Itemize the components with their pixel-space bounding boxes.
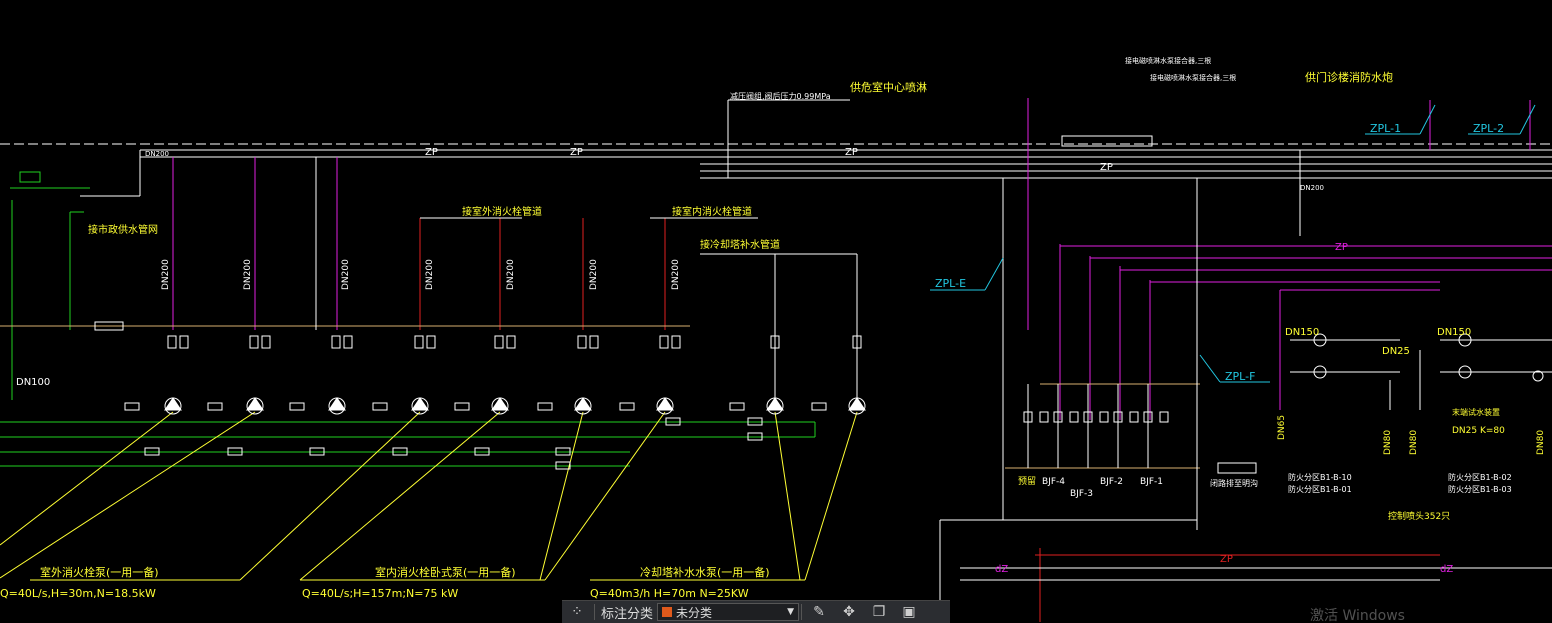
label-zone-1: 防火分区B1-B-10 bbox=[1288, 472, 1352, 482]
grid-icon[interactable]: ⁘ bbox=[571, 604, 583, 620]
label-pump-group-1: 室外消火栓泵(一用一备) bbox=[40, 565, 159, 579]
label-dn25: DN25 bbox=[1382, 346, 1410, 357]
label-zp-3: ZP bbox=[845, 147, 858, 158]
left-equipment bbox=[10, 171, 90, 400]
valve-blocks bbox=[94, 135, 1257, 474]
vertical-labels: DN200 DN200 DN200 DN200 DN200 DN200 DN20… bbox=[161, 259, 1546, 455]
label-pump-group-3-spec: Q=40m3/h H=70m N=25KW bbox=[590, 587, 749, 600]
label-dn200-v5: DN200 bbox=[506, 259, 516, 290]
label-dn200-v6: DN200 bbox=[589, 259, 599, 290]
label-dn200-v2: DN200 bbox=[243, 259, 253, 290]
pump-headers bbox=[0, 325, 1200, 469]
label-outdoor-hydrant-pipe: 接室外消火栓管道 bbox=[462, 205, 542, 218]
label-end-device-spec: DN25 K=80 bbox=[1452, 426, 1505, 436]
alarm-valve-set bbox=[1023, 384, 1169, 468]
label-pump-group-2-spec: Q=40L/s;H=157m;N=75 kW bbox=[302, 587, 458, 600]
pump-6 bbox=[574, 397, 592, 415]
label-zpl-e: ZPL-E bbox=[935, 277, 966, 290]
label-bjf-4: BJF-4 bbox=[1042, 477, 1065, 487]
label-bjf-3: BJF-3 bbox=[1070, 489, 1093, 499]
pump-2 bbox=[246, 397, 264, 415]
edit-icon[interactable]: ✎ bbox=[813, 604, 825, 620]
label-dz-1: dZ bbox=[995, 564, 1008, 575]
label-dn65: DN65 bbox=[1277, 415, 1287, 440]
label-zp-2: ZP bbox=[570, 147, 583, 158]
leader-lines bbox=[0, 411, 858, 581]
label-cooling-tower-pipe: 接冷却塔补水管道 bbox=[700, 238, 780, 251]
label-zpl-1: ZPL-1 bbox=[1370, 122, 1401, 135]
paste-icon[interactable]: ▣ bbox=[902, 604, 916, 620]
text-labels: 供危室中心喷淋 接市政供水管网 接室外消火栓管道 接室内消火栓管道 接冷却塔补水… bbox=[0, 56, 1512, 622]
label-dn80-1: DN80 bbox=[1383, 430, 1393, 455]
category-color-swatch bbox=[662, 607, 673, 617]
label-dn100-left: DN100 bbox=[16, 377, 50, 388]
label-pump-group-2: 室内消火栓卧式泵(一用一备) bbox=[375, 565, 516, 579]
label-dz-2: dZ bbox=[1440, 564, 1453, 575]
label-dn200-v4: DN200 bbox=[425, 259, 435, 290]
label-pump-group-3: 冷却塔补水水泵(一用一备) bbox=[640, 565, 770, 579]
label-top-note-2: 接电磁喷淋水泵接合器,三根 bbox=[1150, 73, 1236, 82]
label-zone-4: 防火分区B1-B-03 bbox=[1448, 484, 1512, 494]
label-alarm-valve: 闭路排至明沟 bbox=[1210, 478, 1258, 488]
pump-9 bbox=[848, 397, 866, 415]
label-top-note-1: 接电磁喷淋水泵接合器,三根 bbox=[1125, 56, 1211, 65]
label-dn150-1: DN150 bbox=[1285, 327, 1319, 338]
label-fire-monitor: 供门诊楼消防水炮 bbox=[1305, 70, 1393, 84]
label-zpl-f: ZPL-F bbox=[1225, 370, 1255, 383]
pump-7 bbox=[656, 397, 674, 415]
label-zpl-2: ZPL-2 bbox=[1473, 122, 1504, 135]
label-indoor-hydrant-pipe: 接室内消火栓管道 bbox=[672, 205, 752, 218]
pump-5 bbox=[491, 397, 509, 415]
cyan-callouts bbox=[930, 104, 1536, 383]
label-dn200-1: DN200 bbox=[145, 150, 169, 158]
category-label: 标注分类 bbox=[601, 606, 654, 622]
chevron-down-icon: ▼ bbox=[787, 607, 795, 617]
label-end-device: 末端试水装置 bbox=[1452, 407, 1500, 417]
label-watermark: 激活 Windows bbox=[1310, 607, 1405, 622]
label-pressure-note: 减压阀组,阀后压力0.99MPa bbox=[730, 91, 831, 101]
category-value: 未分类 bbox=[676, 605, 713, 620]
label-dn150-2: DN150 bbox=[1437, 327, 1471, 338]
label-zone-3: 防火分区B1-B-02 bbox=[1448, 472, 1512, 482]
annotation-toolbar: ⁘ 标注分类 未分类 ▼ ✎ ✥ ❐ ▣ bbox=[562, 600, 950, 623]
pump-8 bbox=[766, 397, 784, 415]
pump-symbols bbox=[164, 397, 866, 415]
move-icon[interactable]: ✥ bbox=[843, 604, 855, 620]
pump-4 bbox=[411, 397, 429, 415]
label-dn200-v1: DN200 bbox=[161, 259, 171, 290]
pump-1 bbox=[164, 397, 182, 415]
label-dn80-2: DN80 bbox=[1409, 430, 1419, 455]
main-pipes bbox=[0, 143, 1552, 197]
label-city-water: 接市政供水管网 bbox=[88, 223, 158, 236]
pump-3 bbox=[328, 397, 346, 415]
right-valve-trains bbox=[1290, 333, 1552, 410]
label-zp-4: ZP bbox=[1100, 162, 1113, 173]
category-dropdown[interactable]: 未分类 ▼ bbox=[657, 603, 800, 621]
label-zp-1: ZP bbox=[425, 147, 438, 158]
label-pump-group-1-spec: Q=40L/s,H=30m,N=18.5kW bbox=[0, 587, 156, 600]
label-zp-5: ZP bbox=[1335, 242, 1348, 253]
label-dn80-3: DN80 bbox=[1536, 430, 1546, 455]
hydrant-risers-red bbox=[419, 218, 1440, 622]
label-dn200-2: DN200 bbox=[1300, 184, 1324, 192]
toolbar-divider bbox=[594, 604, 595, 620]
toolbar-divider bbox=[801, 604, 803, 620]
label-zp-6: ZP bbox=[1220, 554, 1233, 565]
copy-icon[interactable]: ❐ bbox=[872, 604, 886, 620]
pump-risers-magenta bbox=[172, 98, 1552, 420]
label-dn200-v3: DN200 bbox=[341, 259, 351, 290]
label-supply-center: 供危室中心喷淋 bbox=[850, 80, 927, 94]
label-bjf-1: BJF-1 bbox=[1140, 477, 1163, 487]
label-zone-2: 防火分区B1-B-01 bbox=[1288, 484, 1352, 494]
label-reserved: 预留 bbox=[1018, 475, 1036, 487]
label-dn200-v7: DN200 bbox=[671, 259, 681, 290]
suction-pipes-green bbox=[0, 421, 816, 467]
label-bjf-2: BJF-2 bbox=[1100, 477, 1123, 487]
label-sprinkler-count: 控制喷头352只 bbox=[1388, 510, 1450, 522]
